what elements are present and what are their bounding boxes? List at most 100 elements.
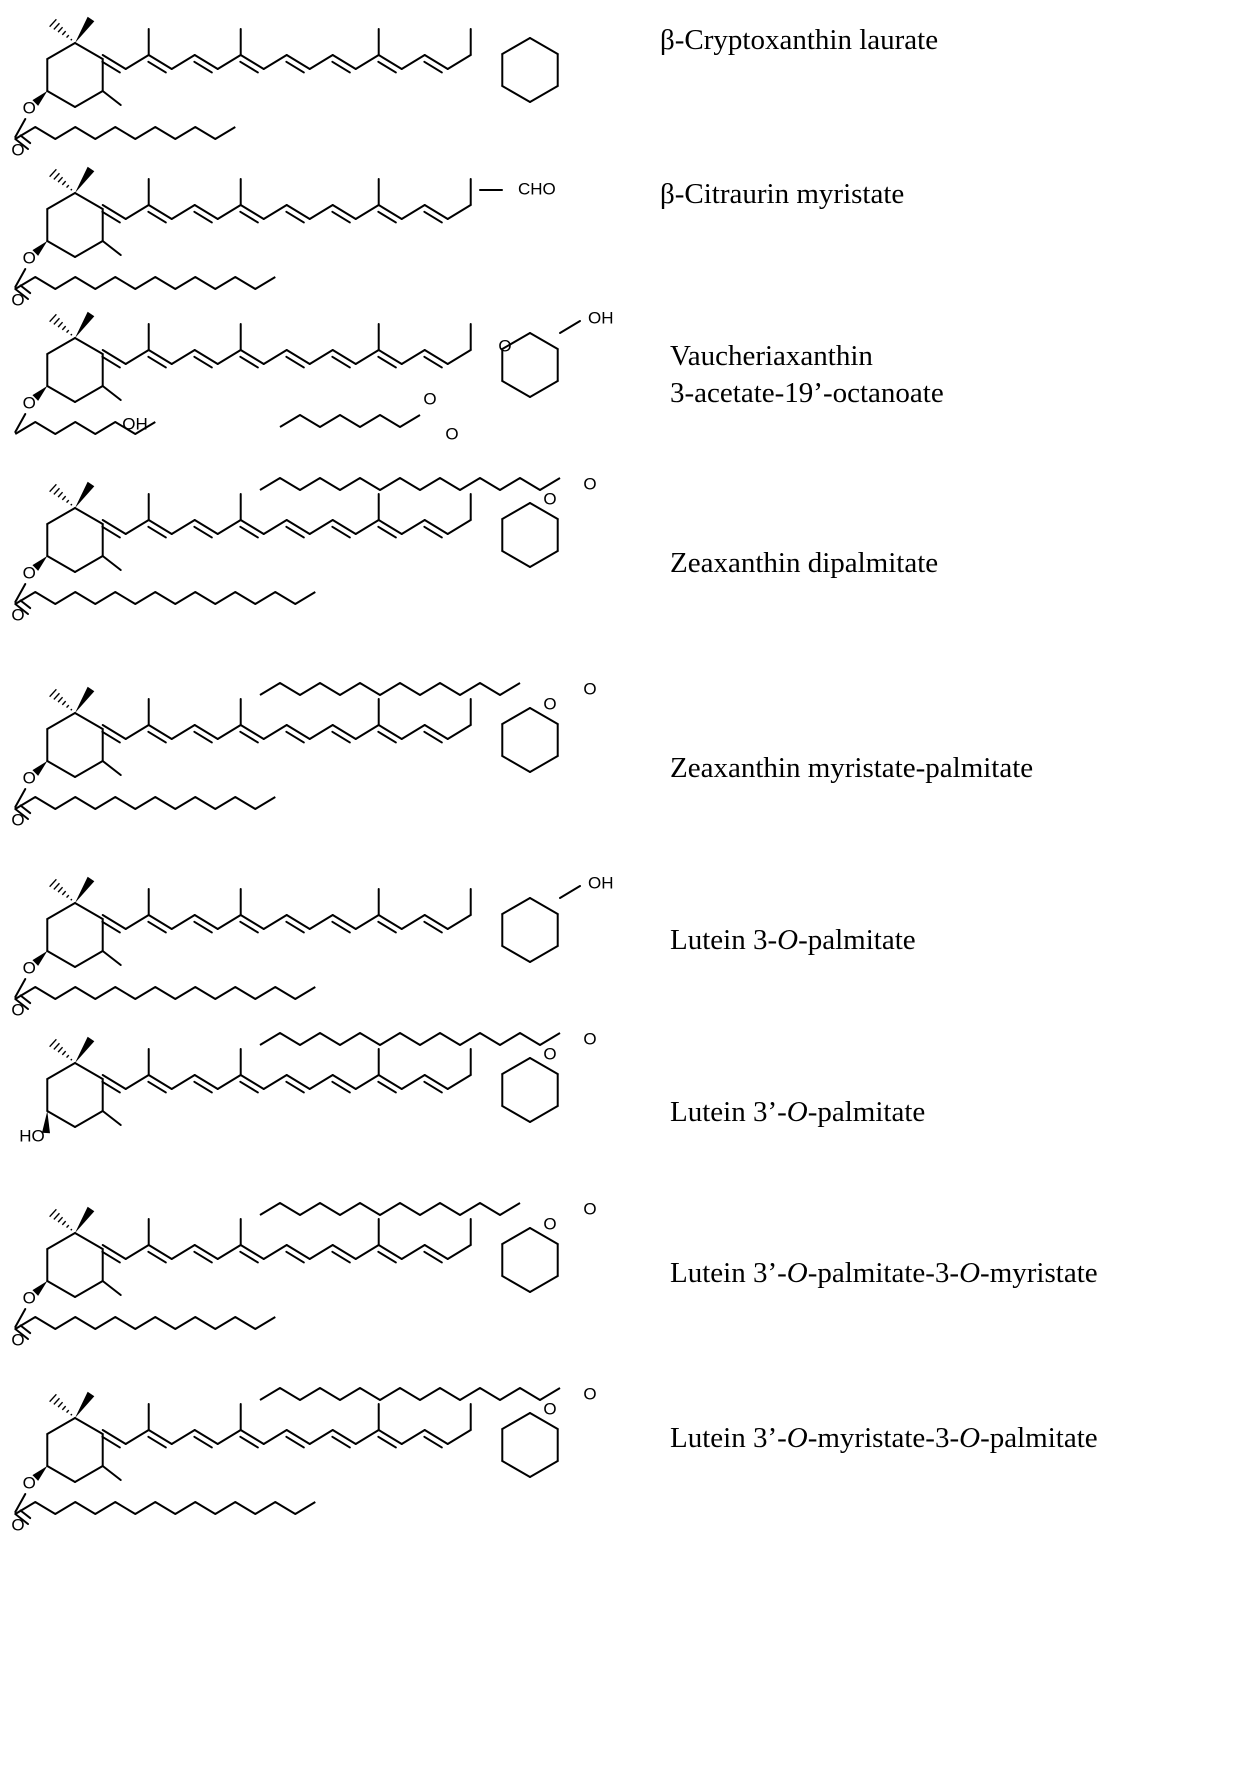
double-bond-line [101, 730, 121, 744]
double-bond-line [147, 1435, 167, 1449]
bond [423, 204, 449, 220]
ester-oxygen-right-label: O [543, 694, 556, 713]
double-bond-line [285, 1080, 305, 1094]
bond [308, 1429, 334, 1445]
hydroxyl-wedge [42, 1111, 50, 1134]
double-bond-line [285, 355, 305, 369]
double-bond-line [377, 1435, 397, 1449]
carbonyl-oxygen-label: O [11, 810, 24, 829]
ring-bond [74, 950, 104, 968]
bond [308, 204, 334, 220]
gem-dimethyl-hash [49, 688, 73, 711]
bond [423, 349, 449, 365]
compound-name: Vaucheriaxanthin [670, 340, 873, 372]
ring-bond [46, 507, 76, 525]
bond [170, 1244, 196, 1260]
gem-dimethyl-hash [49, 1038, 73, 1061]
bond [216, 1244, 242, 1260]
fatty-acid-chain [14, 421, 156, 435]
bond [124, 914, 150, 930]
ring-bond [529, 707, 559, 725]
ring-bond [74, 902, 104, 920]
carbonyl-oxygen-right-label: O [583, 679, 596, 698]
ring-bond [529, 1275, 559, 1293]
structure-c1: OO [11, 16, 559, 159]
ester-oxygen-right-label: O [543, 1399, 556, 1418]
fatty-acid-chain [14, 276, 276, 290]
ring-bond [74, 507, 104, 525]
bond [559, 885, 581, 899]
ring-bond [501, 945, 531, 963]
ring-bond [74, 337, 104, 355]
fatty-acid-chain [14, 986, 316, 1000]
double-bond-line [101, 355, 121, 369]
double-bond-line [147, 1250, 167, 1264]
carbonyl-oxygen-label: O [11, 140, 24, 159]
double-bond-line [331, 730, 351, 744]
bond [331, 54, 357, 70]
bond [216, 914, 242, 930]
bond [308, 1244, 334, 1260]
bond [101, 1244, 127, 1260]
ring-bond [46, 1465, 76, 1483]
bond [400, 204, 426, 220]
compound-name: Zeaxanthin dipalmitate [670, 547, 939, 579]
double-bond-line [193, 1250, 213, 1264]
bond [331, 349, 357, 365]
ring-bond [501, 1227, 531, 1245]
ester-wedge [32, 761, 48, 776]
bond [147, 724, 173, 740]
bond [193, 1074, 219, 1090]
epoxide-oxygen-label: O [498, 336, 511, 355]
bond [124, 349, 150, 365]
double-bond-line [239, 1435, 259, 1449]
gem-dimethyl-hash [49, 168, 73, 191]
ring-methyl [101, 1280, 122, 1296]
ring-bond [501, 707, 531, 725]
compound-name: Zeaxanthin myristate-palmitate [670, 752, 1034, 784]
ester-wedge [32, 386, 48, 401]
gem-dimethyl-wedge [75, 686, 95, 713]
bond [124, 1429, 150, 1445]
bond [147, 349, 173, 365]
carbonyl-oxygen-label: O [11, 1000, 24, 1019]
double-bond-line [285, 920, 305, 934]
bond [423, 519, 449, 535]
bond [354, 1429, 380, 1445]
ring-bond [501, 550, 531, 568]
double-bond-line [19, 1509, 32, 1520]
compound-name: β-Citraurin myristate [660, 178, 905, 210]
bond [285, 1429, 311, 1445]
ring-bond [74, 1417, 104, 1435]
double-bond-line [423, 525, 443, 539]
bond [331, 519, 357, 535]
double-bond-line [377, 355, 397, 369]
bond [262, 1429, 288, 1445]
double-bond-line [147, 525, 167, 539]
ring-bond [501, 1460, 531, 1478]
bond [559, 320, 581, 334]
ring-bond [46, 555, 76, 573]
double-bond-line [147, 355, 167, 369]
fatty-acid-chain [14, 796, 276, 810]
double-bond-line [193, 525, 213, 539]
bond [14, 603, 29, 615]
double-bond-line [239, 1080, 259, 1094]
bond [239, 349, 265, 365]
bond [14, 118, 27, 138]
bond [193, 1429, 219, 1445]
double-bond-line [377, 920, 397, 934]
ring-bond [74, 1232, 104, 1250]
bond [14, 808, 29, 820]
double-bond-line [423, 1080, 443, 1094]
bond [170, 204, 196, 220]
double-bond-line [193, 730, 213, 744]
bond [14, 1493, 27, 1513]
bond [400, 54, 426, 70]
ring-bond [46, 950, 76, 968]
bond [446, 914, 472, 930]
bond [446, 54, 472, 70]
